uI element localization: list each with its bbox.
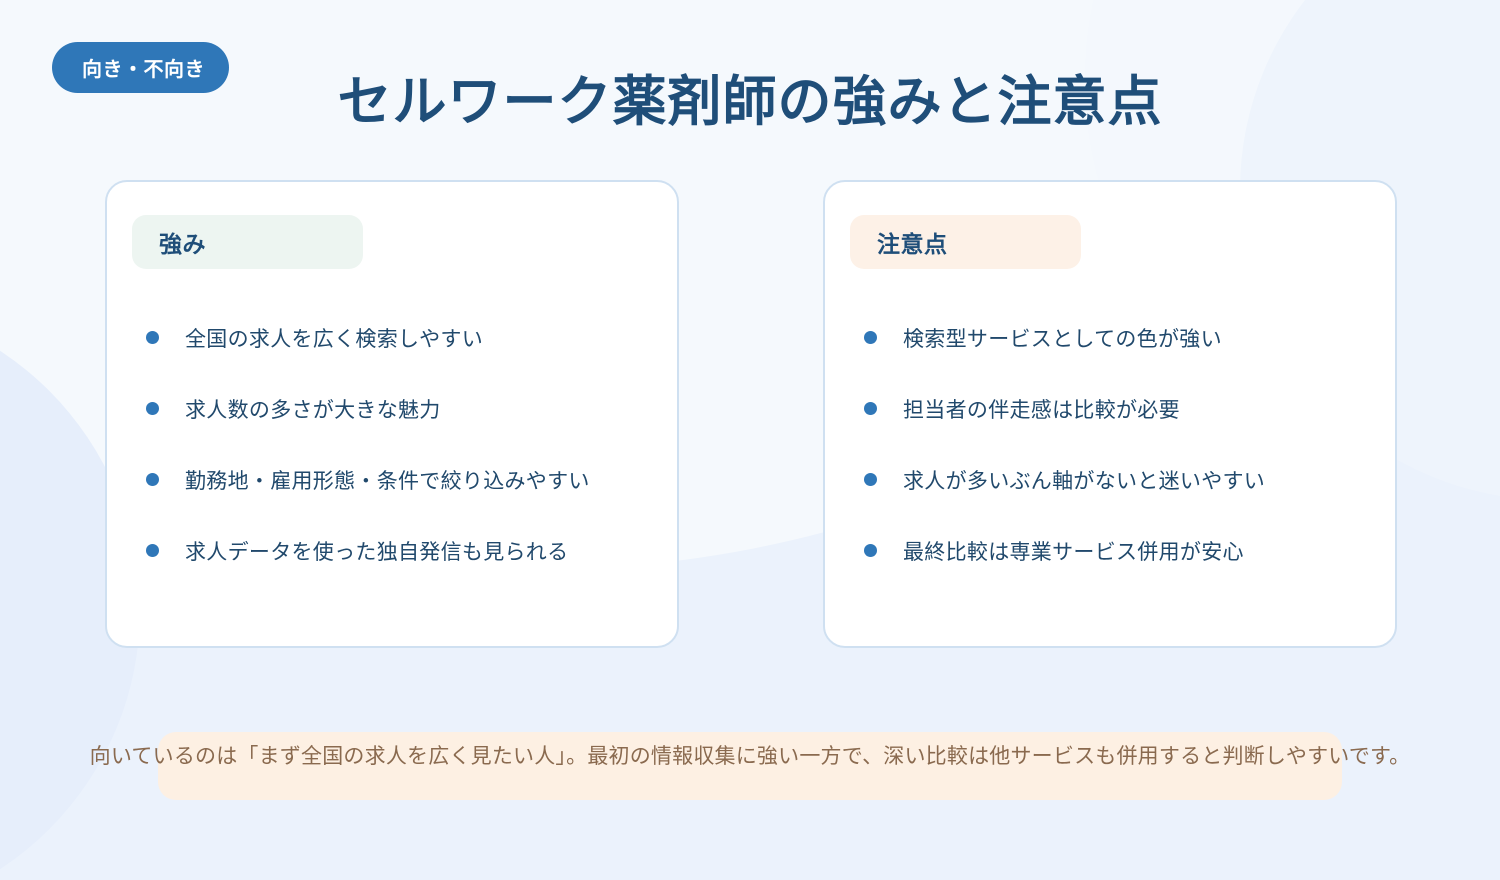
list-item-label: 全国の求人を広く検索しやすい (185, 327, 483, 351)
page-title: セルワーク薬剤師の強みと注意点 (337, 72, 1163, 132)
list-item: 求人データを使った独自発信も見られる (132, 515, 655, 586)
bullet-dot-icon (864, 544, 877, 557)
bullet-dot-icon (146, 331, 159, 344)
list-item-label: 担当者の伴走感は比較が必要 (903, 398, 1180, 422)
list-item-label: 最終比較は専業サービス併用が安心 (903, 540, 1244, 564)
bullet-dot-icon (146, 402, 159, 415)
list-item: 求人数の多さが大きな魅力 (132, 373, 655, 444)
list-item: 求人が多いぶん軸がないと迷いやすい (850, 444, 1373, 515)
bullet-dot-icon (864, 402, 877, 415)
list-item: 勤務地・雇用形態・条件で絞り込みやすい (132, 444, 655, 515)
strengths-card-heading: 強み (132, 215, 363, 269)
list-item-label: 求人データを使った独自発信も見られる (185, 540, 569, 564)
list-item-label: 求人数の多さが大きな魅力 (185, 398, 441, 422)
strengths-heading-label: 強み (159, 231, 206, 257)
list-item-label: 求人が多いぶん軸がないと迷いやすい (903, 469, 1266, 493)
bullet-dot-icon (146, 473, 159, 486)
bullet-dot-icon (864, 331, 877, 344)
bullet-dot-icon (864, 473, 877, 486)
strengths-list: 全国の求人を広く検索しやすい 求人数の多さが大きな魅力 勤務地・雇用形態・条件で… (132, 302, 655, 586)
list-item-label: 勤務地・雇用形態・条件で絞り込みやすい (185, 469, 590, 493)
cautions-list: 検索型サービスとしての色が強い 担当者の伴走感は比較が必要 求人が多いぶん軸がな… (850, 302, 1373, 586)
footer-summary-text: 向いているのは「まず全国の求人を広く見たい人」。最初の情報収集に強い一方で、深い… (89, 745, 1411, 768)
cautions-heading-label: 注意点 (877, 231, 948, 257)
list-item: 検索型サービスとしての色が強い (850, 302, 1373, 373)
category-badge-label: 向き・不向き (82, 59, 205, 81)
list-item: 最終比較は専業サービス併用が安心 (850, 515, 1373, 586)
bullet-dot-icon (146, 544, 159, 557)
cautions-card: 注意点 検索型サービスとしての色が強い 担当者の伴走感は比較が必要 求人が多いぶ… (823, 180, 1397, 648)
strengths-card: 強み 全国の求人を広く検索しやすい 求人数の多さが大きな魅力 勤務地・雇用形態・… (105, 180, 679, 648)
list-item: 全国の求人を広く検索しやすい (132, 302, 655, 373)
category-badge: 向き・不向き (52, 42, 229, 93)
list-item-label: 検索型サービスとしての色が強い (903, 327, 1222, 351)
cautions-card-heading: 注意点 (850, 215, 1081, 269)
list-item: 担当者の伴走感は比較が必要 (850, 373, 1373, 444)
